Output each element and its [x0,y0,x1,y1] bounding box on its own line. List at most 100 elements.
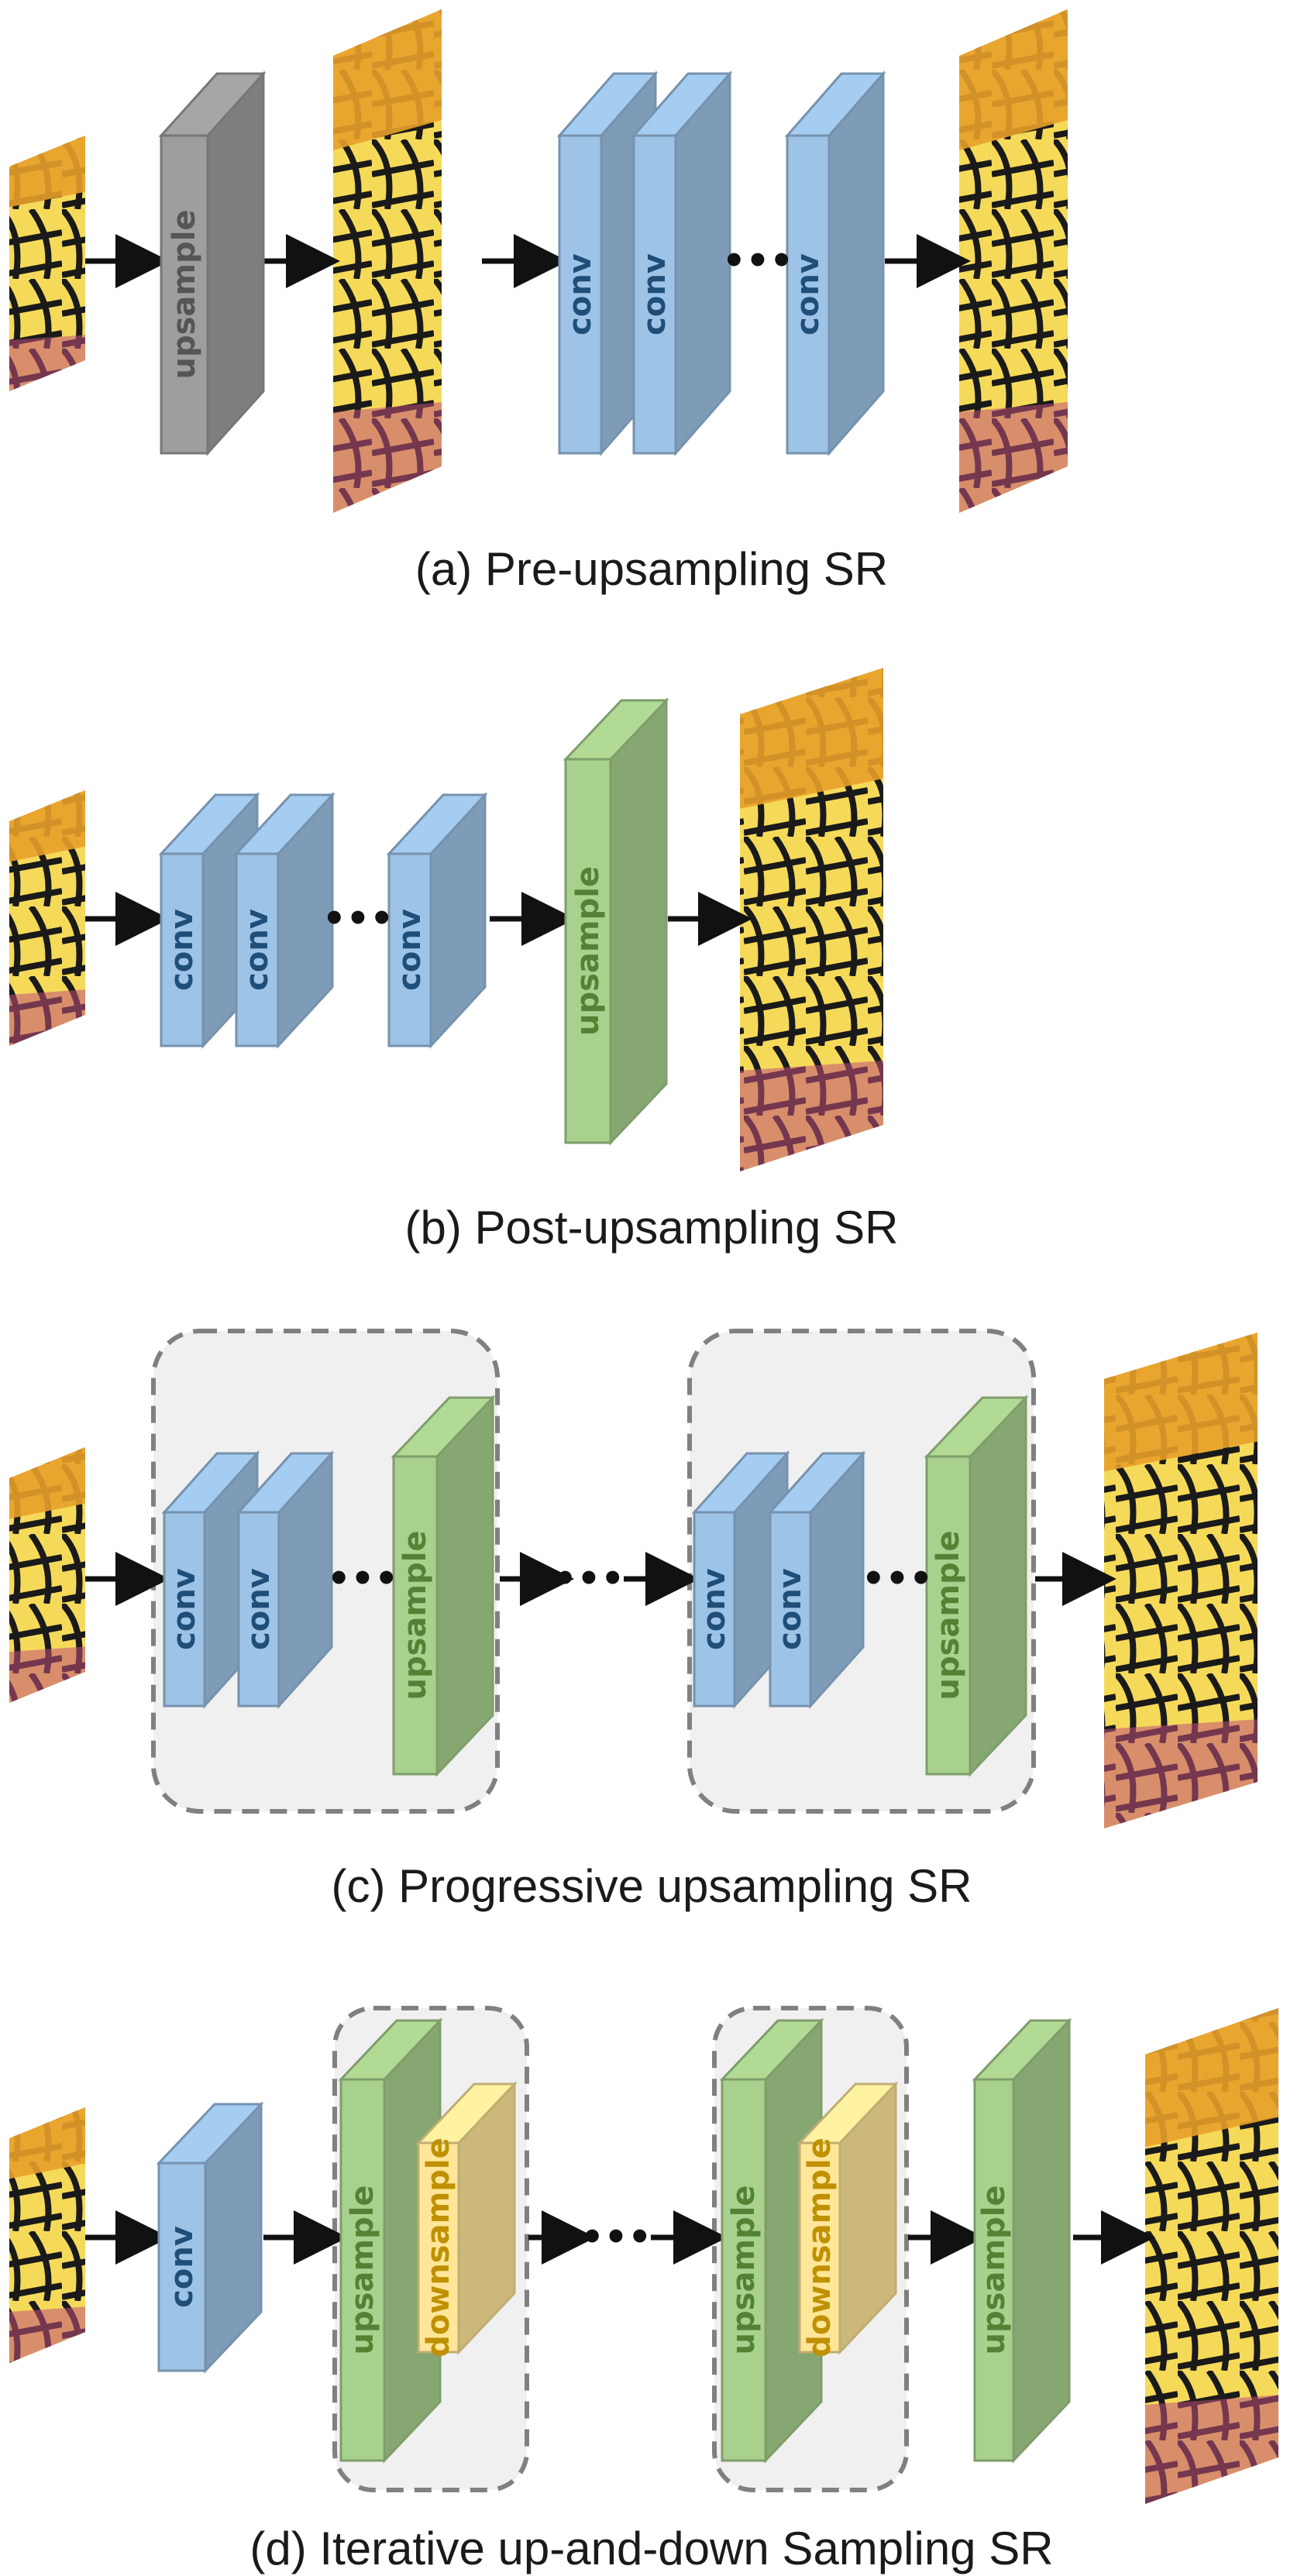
butterfly-image [9,1447,85,1703]
conv-block: conv [691,1450,790,1709]
conv-label: conv [239,909,275,991]
upsample-label: upsample [397,1530,433,1700]
conv-block: conv [784,71,886,456]
upsample-label: upsample [976,2185,1012,2354]
downsample-block: downsample [415,2081,518,2358]
downsample-label: downsample [802,2137,838,2358]
block-front [693,1511,736,1708]
image-orange [1145,2008,1278,2148]
image-orange [333,9,442,150]
image-pink [333,402,442,513]
conv-label: conv [392,909,428,991]
conv-block: conv [767,1450,866,1709]
conv-label: conv [563,253,598,335]
conv-block: conv [233,792,335,1049]
ellipsis: ••• [862,1557,933,1601]
butterfly-image [9,136,85,391]
block-front [558,134,603,455]
block-front [392,1455,439,1776]
image-orange [9,136,85,208]
block-front [632,134,677,455]
ellipsis: ••• [322,897,394,941]
upsample-label: upsample [345,2185,380,2354]
upsample-block: upsample [563,697,669,1146]
block-front [417,2141,460,2354]
conv-label: conv [164,909,200,991]
ellipsis: ••• [580,2216,652,2259]
upsample-label: upsample [570,866,606,1036]
upsample-label: upsample [167,209,202,379]
image-orange [740,668,883,809]
butterfly-image [1104,1333,1258,1828]
image-pink [1145,2395,1278,2504]
caption-c: (c) Progressive upsampling SR [332,1860,972,1912]
butterfly-image [333,9,442,513]
block-side [609,697,668,1146]
image-pink [9,1646,85,1703]
butterfly-images [9,9,1278,2504]
caption-a: (a) Pre-upsampling SR [415,543,888,595]
block-front [973,2078,1015,2462]
caption-b: (b) Post-upsampling SR [405,1202,899,1254]
conv-label: conv [167,1568,202,1650]
block-front [235,852,280,1047]
image-pink [9,2306,85,2363]
block-front [339,2078,386,2462]
ellipsis: ••• [327,1557,398,1601]
caption-d: (d) Iterative up-and-down Sampling SR [249,2523,1053,2574]
image-orange [9,2107,85,2179]
image-pink [1104,1719,1258,1828]
upsample-block: upsample [158,71,267,456]
conv-block: conv [386,792,488,1049]
block-front [160,852,205,1047]
block-side [827,71,885,456]
butterfly-image [9,2107,85,2363]
conv-label: conv [164,2226,200,2308]
conv-label: conv [241,1568,277,1650]
ellipses: ••• ••• ••• ••• ••• ••• [322,239,933,2259]
conv-block: conv [236,1450,335,1709]
downsample-block: downsample [797,2081,899,2358]
conv-label: conv [772,1568,808,1650]
ellipsis: ••• [553,1557,624,1601]
butterfly-image [1145,2008,1278,2504]
ellipsis: ••• [722,239,793,283]
upsample-block: upsample [924,1395,1029,1777]
upsample-block: upsample [338,2017,443,2464]
upsample-block: upsample [391,1395,496,1777]
block-front [798,2141,841,2354]
conv-label: conv [697,1568,732,1650]
conv-block: conv [156,2101,264,2374]
block-front [163,1511,206,1708]
butterfly-image [959,9,1068,513]
upsample-label: upsample [726,2185,762,2354]
block-side [1012,2017,1071,2464]
conv-label: conv [637,253,673,335]
block-side [969,1395,1027,1777]
image-pink [9,335,85,391]
butterfly-image [9,790,85,1046]
block-front [925,1455,972,1776]
butterfly-image [740,668,883,1171]
block-front [564,758,612,1144]
blocks: upsample conv conv conv conv conv conv upsample… [156,71,1072,2464]
downsample-label: downsample [421,2137,456,2358]
arrows [85,234,1155,2265]
upsample-block: upsample [972,2017,1072,2464]
block-front [786,134,831,455]
image-orange [959,9,1068,150]
upsample-label: upsample [931,1530,966,1700]
image-orange [1104,1333,1258,1472]
image-pink [959,402,1068,513]
block-front [721,2078,767,2462]
block-front [387,852,432,1047]
conv-block: conv [631,71,733,456]
image-orange [9,1447,85,1519]
conv-label: conv [790,253,826,335]
block-front [157,2162,207,2372]
block-front [160,134,209,455]
block-side [206,71,265,456]
image-pink [740,1061,883,1171]
image-pink [9,989,85,1046]
